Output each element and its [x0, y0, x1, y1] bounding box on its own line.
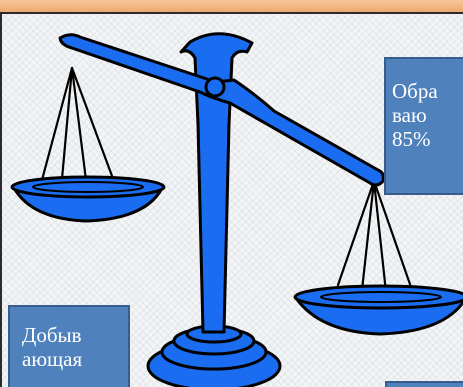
header-band	[0, 0, 463, 12]
pivot-knob	[204, 76, 226, 98]
left-pan	[10, 175, 166, 223]
right-pan	[293, 284, 463, 336]
extractive-industry-box: Добыв ающая	[8, 305, 130, 387]
left-border	[0, 12, 2, 387]
left-pan-strings	[40, 66, 114, 182]
corner-box	[385, 381, 463, 387]
right-pan-strings	[336, 179, 414, 294]
processing-industry-box: Обра ваю 85%	[384, 57, 463, 195]
header-divider	[0, 12, 463, 14]
scale-base	[146, 324, 282, 387]
scale-beam	[58, 33, 385, 187]
scale-post	[179, 32, 254, 334]
